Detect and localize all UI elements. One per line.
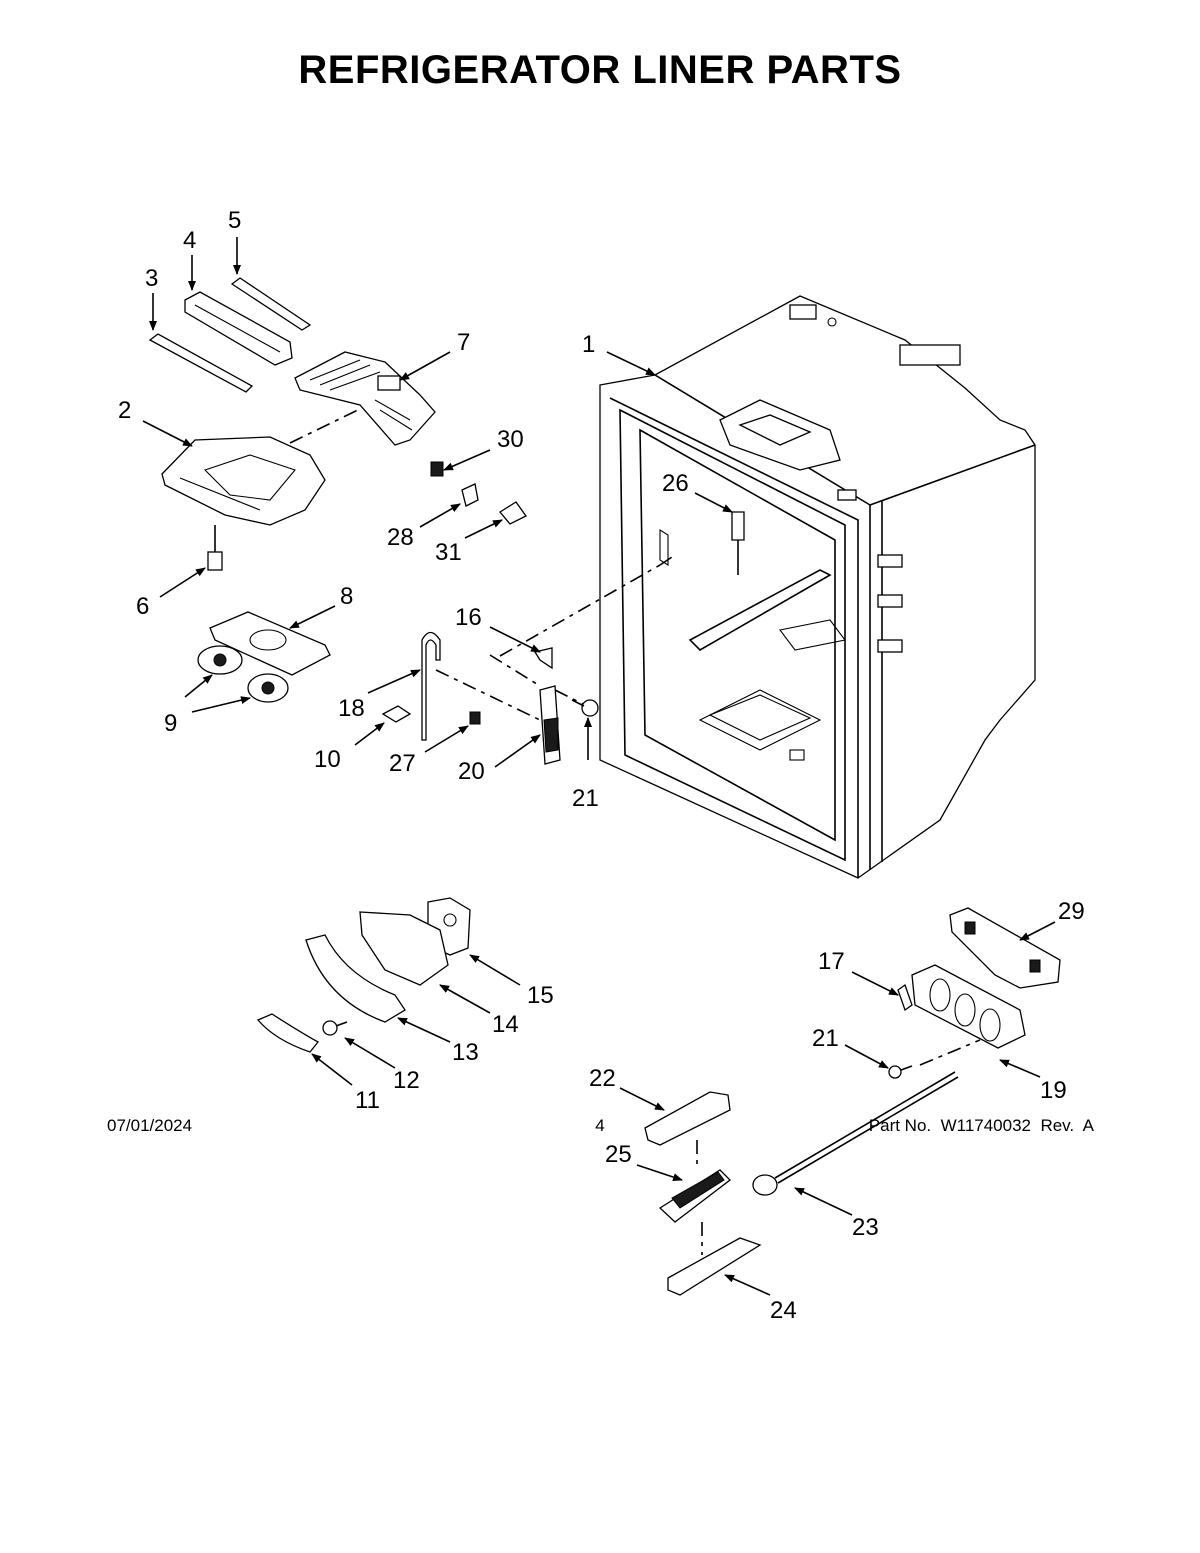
shroud-part-13 — [305, 934, 406, 1023]
light-housing-part-8 — [209, 611, 331, 676]
callout-1: 1 — [582, 331, 595, 358]
diffuser-part-7 — [294, 351, 436, 446]
footer-page-number: 4 — [595, 1116, 605, 1135]
callout-21b: 21 — [812, 1025, 839, 1052]
callout-14: 14 — [492, 1011, 519, 1038]
housing-part-22 — [644, 1091, 731, 1146]
bracket-part-29 — [949, 907, 1061, 989]
callout-7: 7 — [457, 329, 470, 356]
footer-date: 07/01/2024 — [107, 1116, 193, 1135]
callout-11: 11 — [355, 1087, 380, 1114]
footer-part-number: Part No. W11740032 Rev. A — [868, 1116, 1094, 1135]
harness-part-23 — [752, 1071, 959, 1196]
callout-25: 25 — [605, 1141, 632, 1168]
callout-19: 19 — [1040, 1077, 1067, 1104]
callout-13: 13 — [452, 1039, 479, 1066]
liner-box-part-1 — [599, 295, 1036, 879]
callout-27: 27 — [389, 750, 416, 777]
callout-5: 5 — [228, 207, 241, 234]
screw-part-12 — [322, 1020, 348, 1036]
screw-part-21b — [888, 1065, 913, 1079]
bracket-part-28 — [461, 483, 479, 507]
switch-part-6 — [207, 525, 223, 571]
leader-lines — [142, 237, 1056, 1296]
filter-part-25 — [658, 1169, 731, 1223]
callout-26: 26 — [662, 470, 689, 497]
callout-16: 16 — [455, 604, 482, 631]
callout-31: 31 — [435, 539, 462, 566]
callout-22: 22 — [589, 1065, 616, 1092]
assembly-lines — [289, 407, 981, 1255]
rail-part-5 — [230, 277, 312, 331]
housing-part-14 — [359, 911, 449, 986]
callout-3: 3 — [145, 265, 158, 292]
callout-17: 17 — [818, 948, 845, 975]
seal-part-16 — [533, 647, 553, 670]
screw-part-21a — [571, 699, 599, 717]
callout-8: 8 — [340, 583, 353, 610]
callout-18: 18 — [338, 695, 365, 722]
sensor-part-26 — [731, 511, 745, 575]
callout-23: 23 — [852, 1214, 879, 1241]
bracket-part-4 — [184, 291, 293, 366]
gear-part-9b — [247, 673, 289, 703]
cover-part-11 — [256, 1013, 319, 1053]
clip-part-10 — [381, 705, 412, 723]
callout-30: 30 — [497, 426, 524, 453]
gear-part-9a — [197, 645, 243, 675]
rail-part-3 — [148, 333, 254, 393]
thermistor-part-17 — [897, 983, 913, 1012]
callout-10: 10 — [314, 746, 341, 773]
clip-part-30 — [430, 461, 444, 477]
callout-9: 9 — [164, 710, 177, 737]
page-title: REFRIGERATOR LINER PARTS — [298, 48, 902, 92]
callout-29: 29 — [1058, 898, 1085, 925]
callout-2: 2 — [118, 397, 131, 424]
callout-21a: 21 — [572, 785, 599, 812]
damper-part-20 — [539, 685, 561, 765]
callout-28: 28 — [387, 524, 414, 551]
callout-4: 4 — [183, 227, 196, 254]
callout-12: 12 — [393, 1067, 420, 1094]
tube-part-18 — [421, 631, 441, 741]
cover-part-2 — [161, 436, 326, 526]
clip-part-27 — [469, 711, 481, 725]
callout-15: 15 — [527, 982, 554, 1009]
callout-labels: 1 2 3 4 5 6 7 8 9 10 11 12 13 14 15 16 1… — [118, 207, 1085, 1324]
heater-part-19 — [911, 964, 1026, 1049]
callout-6: 6 — [136, 593, 149, 620]
tray-part-24 — [667, 1237, 762, 1296]
callout-24: 24 — [770, 1297, 797, 1324]
callout-20: 20 — [458, 758, 485, 785]
hinge-part-31 — [499, 501, 527, 525]
